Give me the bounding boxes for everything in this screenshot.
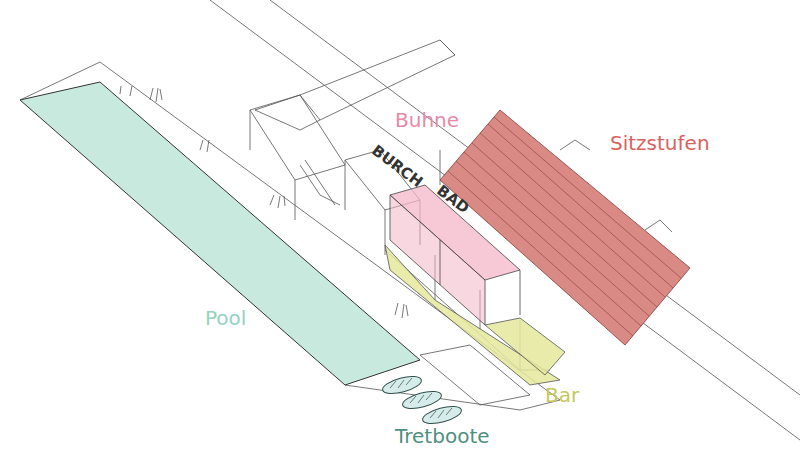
pool-label: Pool bbox=[205, 308, 246, 328]
sign-letters: BURCH bbox=[369, 143, 425, 190]
stage-label: Buhne bbox=[395, 110, 459, 130]
bar-label: Bar bbox=[545, 385, 579, 405]
seating-label: Sitzstufen bbox=[610, 133, 710, 153]
boats-label: Tretboote bbox=[395, 426, 490, 446]
